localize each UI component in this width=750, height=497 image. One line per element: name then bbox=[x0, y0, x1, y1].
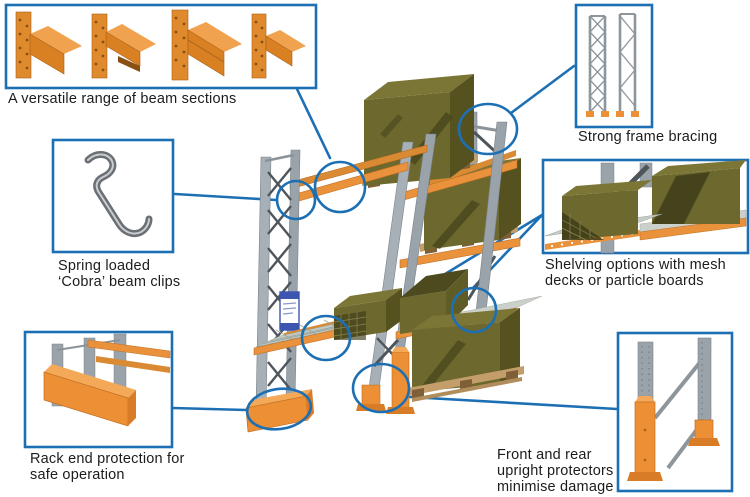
label-frame-bracing: Strong frame bracing bbox=[578, 129, 718, 145]
circle-board-deck bbox=[450, 286, 498, 334]
callout-box-upright-protectors bbox=[616, 331, 734, 493]
callout-box-frame-bracing bbox=[574, 3, 654, 129]
callout-box-beam-sections bbox=[4, 3, 318, 90]
left-bay-mesh-deck bbox=[253, 288, 421, 356]
braced-frame-samples bbox=[586, 13, 639, 117]
left-bay-top-beams bbox=[289, 144, 428, 204]
circle-upright-prot bbox=[351, 362, 411, 414]
upright-protector-sample-scene bbox=[627, 337, 720, 481]
pallet-rack-illustration bbox=[245, 74, 543, 433]
callout-box-rack-end bbox=[23, 330, 174, 449]
feature-highlight-circles bbox=[245, 102, 519, 431]
left-frame bbox=[255, 149, 301, 409]
label-cobra-clips: Spring loaded ‘Cobra’ beam clips bbox=[58, 258, 181, 291]
beam-section-samples bbox=[15, 9, 306, 81]
label-upright-protectors: Front and rear upright protectors minimi… bbox=[497, 447, 614, 496]
floor-pallet-box bbox=[408, 308, 524, 402]
rack-end-sample-scene bbox=[43, 333, 171, 427]
mesh-deck-box bbox=[561, 180, 652, 241]
stored-box-top bbox=[364, 74, 474, 186]
label-rack-end-protection: Rack end protection for safe operation bbox=[30, 451, 185, 484]
connector-frame-bracing bbox=[509, 64, 576, 115]
connector-rack-end bbox=[171, 406, 248, 412]
cobra-clip-sample bbox=[84, 151, 153, 238]
connector-upright-prot bbox=[408, 395, 619, 411]
stored-box-on-mesh bbox=[333, 288, 402, 340]
callout-box-cobra-clip bbox=[51, 138, 175, 254]
connector-cobra bbox=[173, 192, 278, 202]
circle-frame-bracing bbox=[457, 102, 519, 156]
middle-upright-protectors bbox=[356, 347, 415, 414]
label-beam-sections: A versatile range of beam sections bbox=[8, 91, 237, 107]
load-notice-sign bbox=[279, 291, 300, 331]
circle-beam-clip-2 bbox=[313, 160, 367, 214]
callout-box-shelving bbox=[541, 158, 750, 255]
label-shelving-options: Shelving options with mesh decks or part… bbox=[545, 257, 726, 290]
circle-mesh-deck bbox=[300, 314, 352, 362]
protection-block bbox=[43, 364, 136, 427]
shelving-sample-scene bbox=[544, 160, 747, 254]
circle-beam-clip-1 bbox=[275, 179, 317, 221]
circle-rack-end bbox=[245, 387, 313, 431]
connector-beam-sections bbox=[295, 87, 332, 160]
